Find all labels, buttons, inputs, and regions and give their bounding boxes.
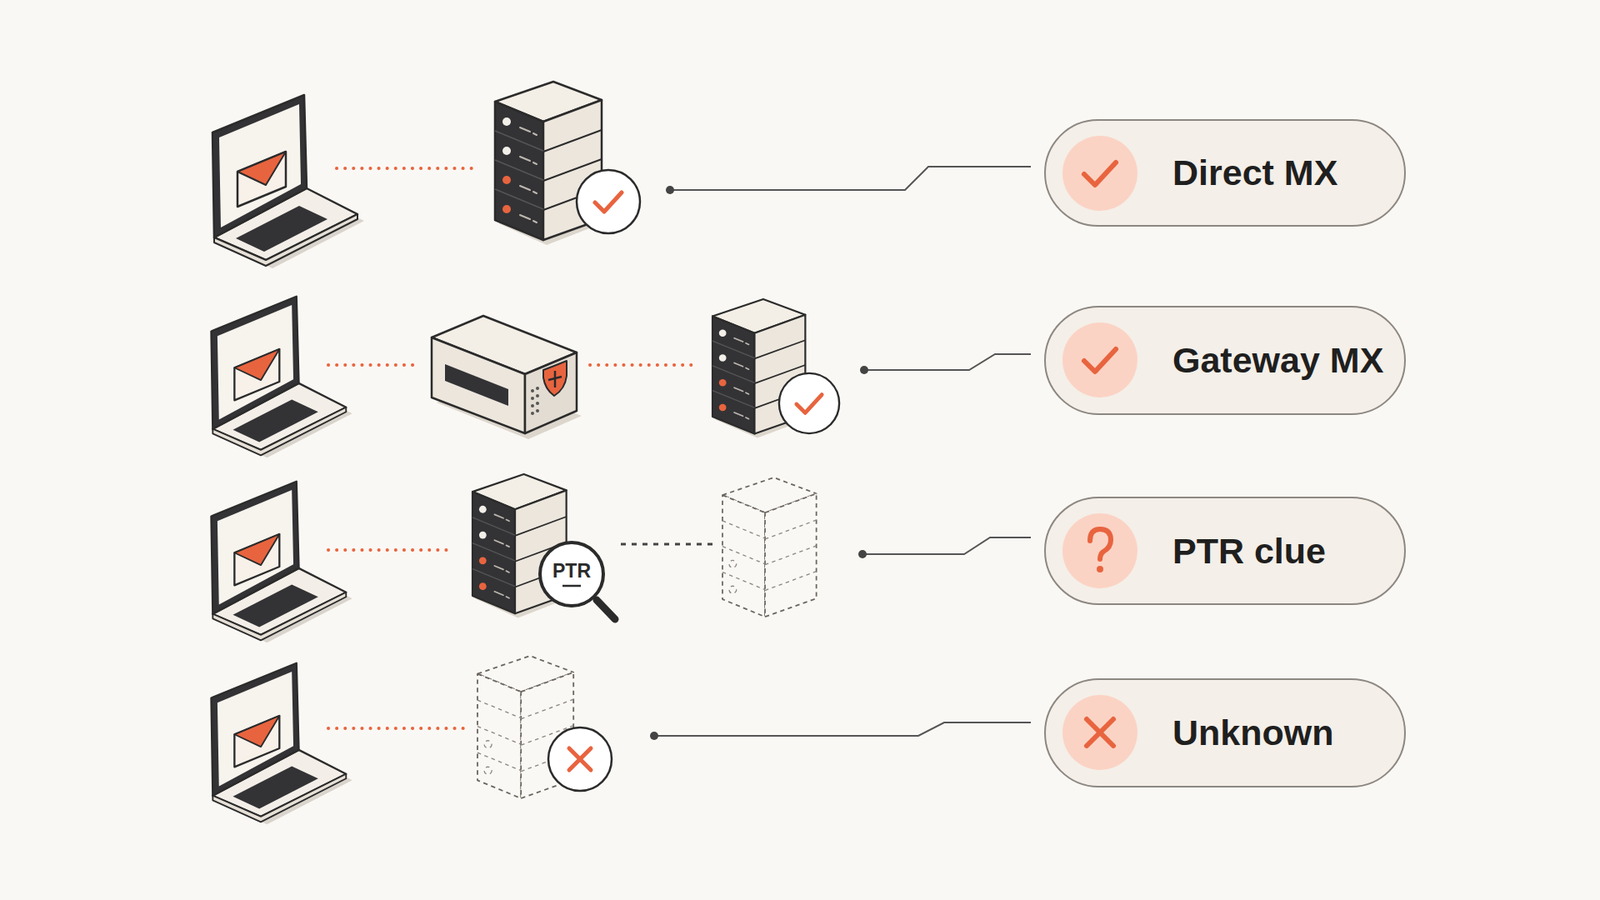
- status-pill: Gateway MX: [1044, 305, 1406, 415]
- laptop-icon: [212, 95, 365, 269]
- check-badge: [576, 170, 640, 234]
- status-pill: PTR clue: [1044, 496, 1406, 605]
- gateway-appliance-part: [525, 352, 577, 434]
- fail-badge-part: [548, 727, 612, 791]
- status-pill: Unknown: [1044, 678, 1406, 788]
- fail-badge-part: [569, 748, 591, 770]
- leader-line: [864, 354, 1031, 370]
- status-check-part: [1084, 162, 1116, 185]
- dotted-path: [620, 543, 715, 546]
- magnifier-lens: PTR: [538, 540, 605, 608]
- status-question-part: [1096, 565, 1104, 573]
- leader-line: [862, 537, 1031, 555]
- status-label: Unknown: [1172, 712, 1334, 754]
- lens-label: PTR: [552, 560, 591, 583]
- gateway-appliance-part-part: [535, 386, 540, 390]
- gateway-appliance: [431, 315, 582, 440]
- magnifier-handle: [596, 600, 615, 620]
- status-check-part: [1062, 322, 1138, 398]
- fail-badge-part: [569, 748, 591, 770]
- leader-line: [654, 722, 1031, 736]
- gateway-appliance-part: [530, 386, 540, 415]
- dotted-path: [328, 548, 450, 552]
- dotted-path: [328, 363, 419, 367]
- row-ptr: [210, 474, 1031, 643]
- gateway-appliance-part: [431, 337, 525, 434]
- status-cross-part: [1062, 695, 1138, 770]
- gateway-appliance-part-part: [530, 411, 535, 415]
- status-cross-part: [1086, 719, 1114, 746]
- status-cross-part: [1086, 719, 1114, 746]
- dotted-path: [590, 363, 695, 367]
- status-check: [1062, 322, 1138, 398]
- gateway-appliance-part-part: [535, 394, 540, 398]
- leader-dot: [650, 731, 659, 740]
- leader-dot: [858, 550, 867, 559]
- lens-underline: [562, 585, 581, 588]
- status-question-part: [1062, 513, 1138, 589]
- status-check-part: [1084, 349, 1116, 372]
- gateway-appliance-part-part: [535, 409, 540, 413]
- fail-badge: [548, 727, 612, 791]
- gateway-appliance-part-part: [530, 389, 535, 393]
- status-label: Direct MX: [1172, 152, 1338, 194]
- gateway-appliance-part: [548, 376, 562, 380]
- gateway-appliance-part: [543, 360, 567, 396]
- gateway-appliance-part-part: [530, 396, 535, 400]
- status-question-part: [1090, 529, 1111, 560]
- status-cross: [1062, 695, 1138, 770]
- status-check: [1062, 135, 1138, 211]
- laptop-icon: [210, 481, 352, 643]
- check-badge: [779, 373, 840, 434]
- gateway-appliance-part: [445, 364, 509, 406]
- dotted-path: [328, 726, 468, 730]
- laptop-icon: [210, 663, 352, 825]
- gateway-appliance-part-part: [530, 404, 535, 408]
- leader-dot: [665, 185, 675, 195]
- status-label: PTR clue: [1172, 530, 1326, 572]
- gateway-appliance-part-part: [535, 401, 540, 405]
- dotted-path: [336, 166, 480, 170]
- leader-dot: [860, 365, 869, 375]
- status-question: [1062, 513, 1138, 589]
- status-pill: Direct MX: [1044, 119, 1406, 227]
- row-unknown: [210, 655, 1031, 825]
- leader-line: [670, 166, 1031, 190]
- row-gateway: [210, 296, 1031, 458]
- row-direct: [212, 81, 1031, 269]
- laptop-icon: [210, 296, 352, 458]
- status-check-part: [1062, 135, 1138, 211]
- unknown-server-outline: [722, 477, 817, 617]
- status-label: Gateway MX: [1172, 340, 1384, 381]
